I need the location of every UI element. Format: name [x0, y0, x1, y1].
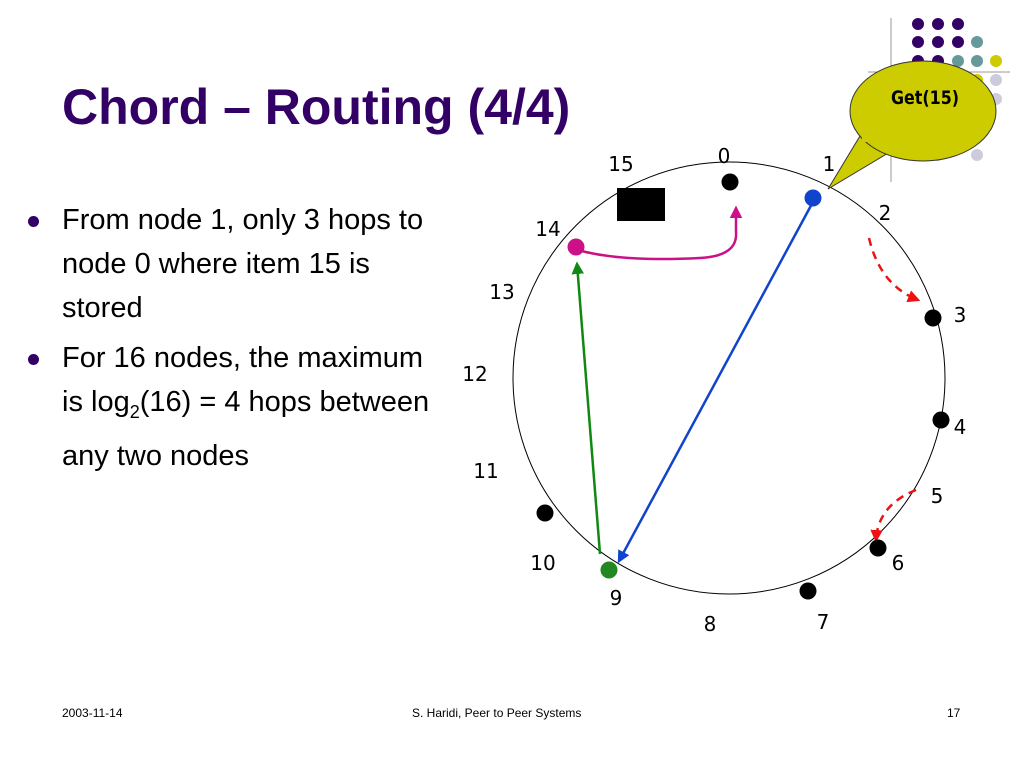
ring-label-11: 11: [473, 459, 498, 483]
dashed-arrow-2-to-3: [867, 237, 921, 303]
ring-label-9: 9: [610, 586, 623, 610]
ring-label-1: 1: [823, 152, 836, 176]
ring-label-13: 13: [489, 280, 514, 304]
ring-label-2: 2: [879, 201, 892, 225]
ring-node-0: [721, 173, 739, 191]
ring-node-14: [567, 238, 585, 256]
bullet-dot-icon: [28, 216, 39, 227]
ring-label-12: 12: [462, 362, 487, 386]
chord-ring: [512, 161, 946, 595]
bullet-text-pre: For 16 nodes, the maximum is log: [62, 342, 424, 418]
bullet-text-post: (16) = 4 hops between any two nodes: [62, 386, 430, 472]
bullet-item: For 16 nodes, the maximum is log2(16) = …: [28, 336, 448, 478]
ring-node-4: [932, 411, 950, 429]
ring-node-7: [799, 582, 817, 600]
bullet-dot-icon: [28, 354, 39, 365]
bullet-item: From node 1, only 3 hops to node 0 where…: [28, 198, 448, 330]
bullet-text: From node 1, only 3 hops to node 0 where…: [62, 204, 424, 324]
dashed-arrow-5-to-6: [870, 488, 917, 543]
ring-label-7: 7: [817, 610, 830, 634]
ring-label-6: 6: [892, 551, 905, 575]
ring-label-5: 5: [931, 484, 944, 508]
footer-date: 2003-11-14: [62, 706, 123, 720]
ring-node-3: [924, 309, 942, 327]
log-base-subscript: 2: [129, 401, 140, 422]
ring-node-1: [804, 189, 822, 207]
ring-label-0: 0: [718, 144, 731, 168]
bullet-list: From node 1, only 3 hops to node 0 where…: [28, 198, 448, 484]
slide-title: Chord – Routing (4/4): [62, 79, 571, 135]
footer-author: S. Haridi, Peer to Peer Systems: [412, 706, 582, 720]
ring-label-15: 15: [608, 152, 633, 176]
ring-label-10: 10: [530, 551, 555, 575]
ring-node-6: [869, 539, 887, 557]
stored-item-box: [617, 188, 665, 221]
footer-page-number: 17: [947, 706, 961, 720]
callout-joint-fill: [862, 108, 892, 142]
ring-node-9: [600, 561, 618, 579]
hop-arrow-14-to-0: [577, 205, 743, 261]
hop-arrow-9-to-14: [571, 261, 602, 555]
callout-text: Get(15): [891, 87, 959, 109]
ring-label-3: 3: [954, 303, 967, 327]
ring-label-14: 14: [535, 217, 560, 241]
ring-label-8: 8: [704, 612, 717, 636]
hop-arrow-1-to-9: [617, 199, 816, 564]
ring-label-4: 4: [954, 415, 967, 439]
ring-node-11: [536, 504, 554, 522]
